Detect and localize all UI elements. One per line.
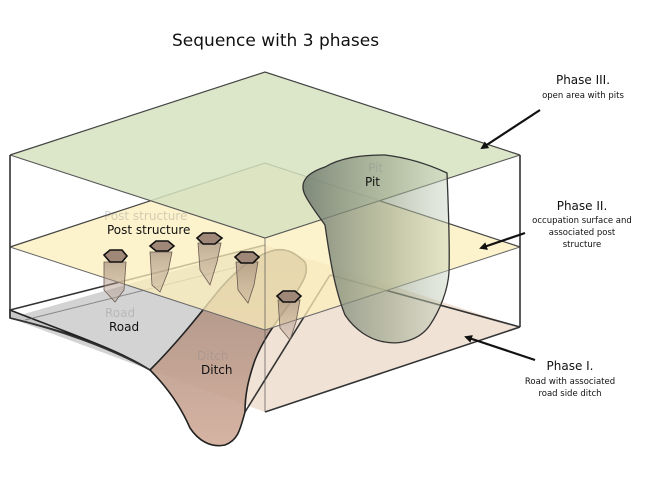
phase2-heading: Phase II. [557,199,608,213]
road-label: Road [109,320,139,334]
post-4 [233,251,261,304]
phase1-description-line2: road side ditch [538,389,601,399]
post-2 [148,240,176,293]
phase2-arrow [479,231,526,250]
phase2-description-line3: structure [563,240,602,250]
phase3-back-edges [9,71,521,156]
phase3-annotation: Phase III. open area with pits [542,73,624,101]
ditch-label-ghost: Ditch [197,349,228,363]
pit-label: Pit [365,175,380,189]
post-5 [275,290,303,341]
phase1-description-line1: Road with associated [525,377,615,387]
pit-feature [302,154,450,344]
phase3-arrow [480,109,541,150]
diagram-title: Sequence with 3 phases [172,31,379,51]
phase2-description-line1: occupation surface and [532,216,632,226]
post-structure [102,232,303,341]
road-label-ghost: Road [105,306,135,320]
phase2-description-line2: associated post [549,228,616,238]
phase1-heading: Phase I. [547,359,594,373]
phase3-heading: Phase III. [556,73,610,87]
phase1-arrow [464,335,536,362]
post-structure-label-ghost: Post structure [104,209,187,223]
post-structure-label: Post structure [107,223,190,237]
phase1-annotation: Phase I. Road with associated road side … [525,359,615,399]
pit-label-ghost: Pit [368,161,383,175]
phase2-annotation: Phase II. occupation surface and associa… [532,199,632,250]
post-3 [195,232,224,286]
road-front-edge [9,317,151,371]
ditch-label: Ditch [201,363,232,377]
phase3-description: open area with pits [542,91,624,101]
post-1 [102,249,129,303]
